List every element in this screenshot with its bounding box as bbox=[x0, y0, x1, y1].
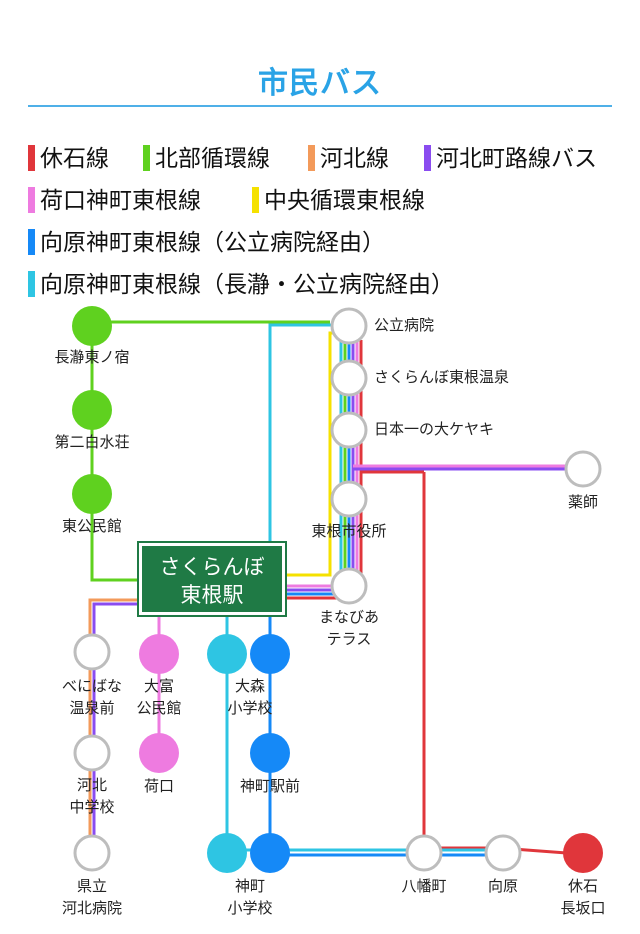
stop-yawatamachi[interactable] bbox=[405, 834, 443, 872]
stop-keyaki[interactable] bbox=[330, 411, 368, 449]
legend-label: 荷口神町東根線 bbox=[40, 188, 201, 214]
stop-shiyakusho[interactable] bbox=[330, 480, 368, 518]
legend-label: 向原神町東根線（公立病院経由） bbox=[40, 230, 385, 256]
legend-label: 北部循環線 bbox=[155, 146, 270, 172]
stop-label: 長坂口 bbox=[560, 899, 606, 917]
stop-nagatoro[interactable] bbox=[72, 306, 112, 346]
hub-station-sakuranbo-higashine[interactable]: さくらんぼ 東根駅 bbox=[139, 543, 285, 615]
hub-name-line2: 東根駅 bbox=[180, 583, 244, 607]
stop-label: まなびあ bbox=[318, 608, 379, 626]
stop-omori[interactable] bbox=[250, 634, 290, 674]
stop-omori-cyan[interactable] bbox=[207, 634, 247, 674]
stop-niguchi[interactable] bbox=[139, 733, 179, 773]
title-divider bbox=[28, 105, 612, 107]
stop-sakuranbo-onsen[interactable] bbox=[330, 359, 368, 397]
stop-label: 河北病院 bbox=[61, 899, 122, 917]
legend-swatch bbox=[424, 145, 431, 171]
stop-yakushi[interactable] bbox=[564, 450, 602, 488]
legend-label: 河北町路線バス bbox=[436, 146, 597, 172]
stop-label: 河北 bbox=[76, 776, 107, 794]
stop-label: 東根市役所 bbox=[311, 522, 387, 540]
hub-name-line1: さくらんぼ bbox=[159, 555, 265, 579]
stop-otomi[interactable] bbox=[139, 634, 179, 674]
stop-label: 県立 bbox=[76, 877, 107, 895]
stop-label: 荷口 bbox=[143, 777, 174, 795]
legend-swatch bbox=[28, 145, 35, 171]
stop-mukaihara[interactable] bbox=[484, 834, 522, 872]
stop-label: 大森 bbox=[234, 677, 265, 695]
legend-swatch bbox=[143, 145, 150, 171]
legend-label: 休石線 bbox=[40, 146, 109, 172]
stop-manabia[interactable] bbox=[330, 567, 368, 605]
stop-label: 薬師 bbox=[567, 493, 598, 511]
stop-label: 長瀞東ノ宿 bbox=[54, 348, 130, 366]
legend-swatch bbox=[28, 229, 35, 255]
stop-label: 日本一の大ケヤキ bbox=[374, 420, 495, 438]
stop-jinmachi-sho-cyan[interactable] bbox=[207, 833, 247, 873]
stop-label: 神町駅前 bbox=[239, 777, 300, 795]
legend-swatch bbox=[28, 187, 35, 213]
legend-swatch bbox=[308, 145, 315, 171]
stop-label: 公民館 bbox=[136, 699, 182, 717]
stop-label: 温泉前 bbox=[69, 699, 115, 717]
stop-kenritsu[interactable] bbox=[73, 834, 111, 872]
stop-label: 八幡町 bbox=[401, 877, 447, 895]
stop-higashikominkan[interactable] bbox=[72, 474, 112, 514]
legend-item-kahoku: 河北線 bbox=[308, 144, 389, 174]
stop-kahoku-chu[interactable] bbox=[73, 734, 111, 772]
stop-label: 大富 bbox=[143, 677, 174, 695]
legend-label: 向原神町東根線（長瀞・公立病院経由） bbox=[40, 272, 454, 298]
legend-item-mukaihara-b: 向原神町東根線（長瀞・公立病院経由） bbox=[28, 270, 454, 300]
legend-item-mukaihara-a: 向原神町東根線（公立病院経由） bbox=[28, 228, 385, 258]
route-line-kyuseki bbox=[422, 472, 581, 856]
stop-label: 東公民館 bbox=[61, 517, 122, 535]
stop-koritsu[interactable] bbox=[330, 307, 368, 345]
legend-swatch bbox=[28, 271, 35, 297]
legend-item-hokubu: 北部循環線 bbox=[143, 144, 270, 174]
stop-jinmachi-sho[interactable] bbox=[250, 833, 290, 873]
stop-jinmachi-eki[interactable] bbox=[250, 733, 290, 773]
legend-item-kyuseki: 休石線 bbox=[28, 144, 109, 174]
legend-label: 河北線 bbox=[320, 146, 389, 172]
stop-label: 中学校 bbox=[69, 798, 115, 816]
stop-label: 小学校 bbox=[227, 899, 273, 917]
stop-label: べにばな bbox=[61, 677, 122, 695]
stop-kyuseki[interactable] bbox=[563, 833, 603, 873]
stop-label: 第二白水荘 bbox=[54, 433, 130, 451]
stop-label: 向原 bbox=[487, 877, 518, 895]
stop-benibana[interactable] bbox=[73, 633, 111, 671]
page-title: 市民バス bbox=[258, 66, 382, 101]
stop-label: テラス bbox=[326, 630, 372, 648]
stop-label: 小学校 bbox=[227, 699, 273, 717]
route-line-mukaihara-b bbox=[268, 323, 335, 555]
stop-label: 休石 bbox=[567, 877, 598, 895]
legend-item-niguchi: 荷口神町東根線 bbox=[28, 186, 201, 216]
legend-label: 中央循環東根線 bbox=[264, 188, 425, 214]
stop-daini[interactable] bbox=[72, 390, 112, 430]
legend-item-kahokumachi: 河北町路線バス bbox=[424, 144, 597, 174]
stop-label: 神町 bbox=[234, 877, 265, 895]
legend-item-chuo: 中央循環東根線 bbox=[252, 186, 425, 216]
stop-label: さくらんぼ東根温泉 bbox=[374, 368, 510, 386]
legend-swatch bbox=[252, 187, 259, 213]
stop-label: 公立病院 bbox=[374, 316, 435, 334]
